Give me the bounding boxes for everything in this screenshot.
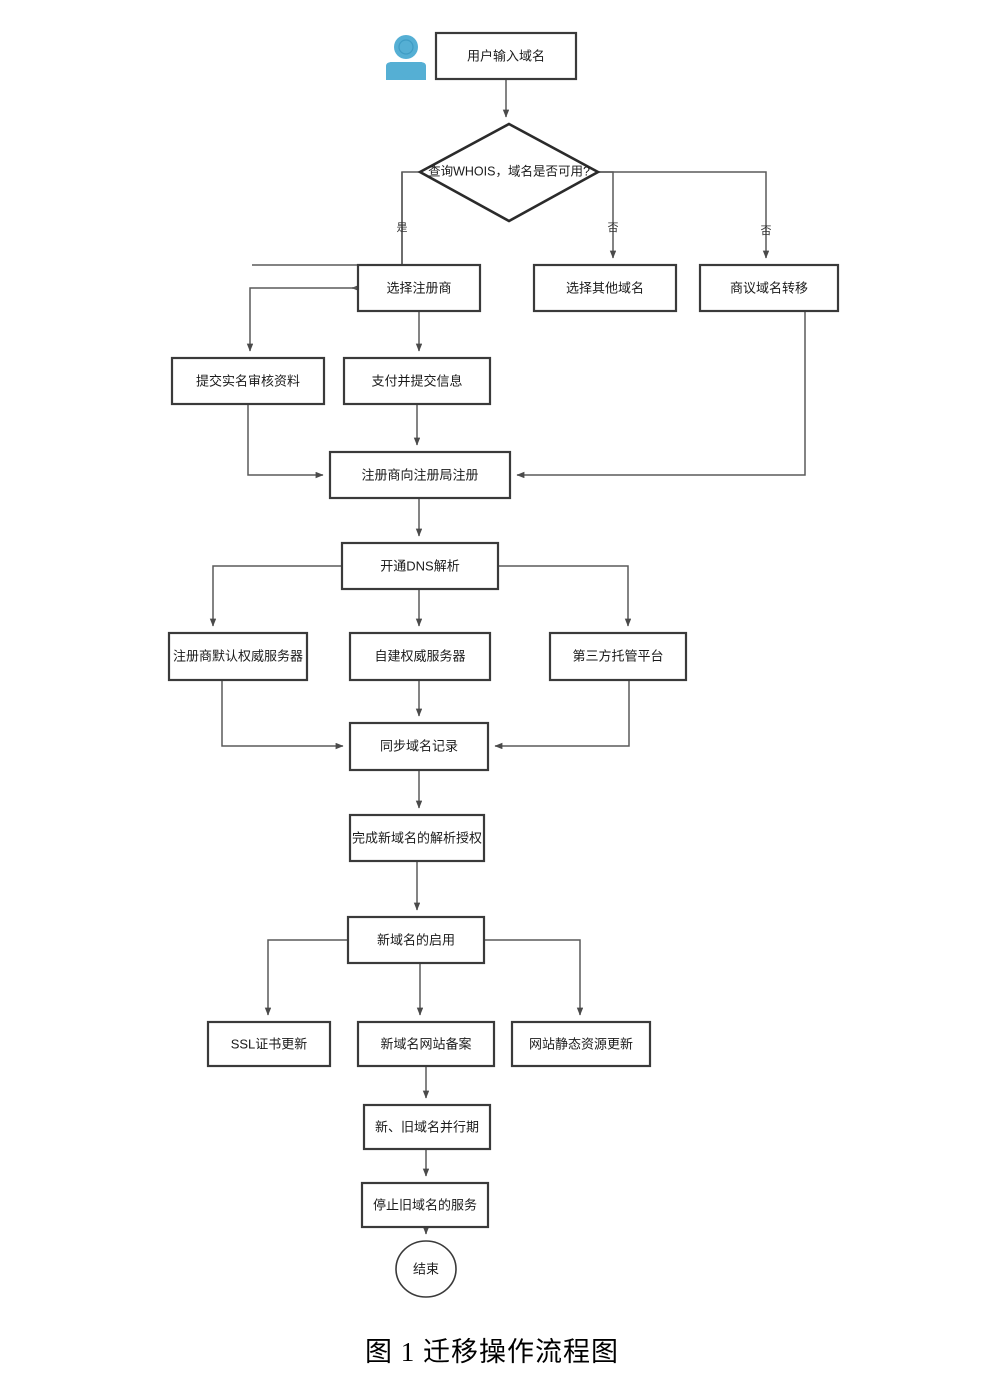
node-delegation-label: 完成新域名的解析授权 [352,830,482,845]
node-registry-register[interactable]: 注册商向注册局注册 [328,450,512,500]
node-delegation-complete[interactable]: 完成新域名的解析授权 [348,813,486,863]
node-third-party-label: 第三方托管平台 [572,648,663,663]
node-static-assets-update[interactable]: 网站静态资源更新 [510,1020,652,1068]
node-realname-label: 提交实名审核资料 [196,373,300,388]
node-start[interactable]: 用户输入域名 [434,31,578,81]
node-other-domain-label: 选择其他域名 [566,280,644,295]
node-self-ns-label: 自建权威服务器 [374,648,465,663]
edge-label-no-middle: 否 [608,222,619,234]
edge-enable-to-ssl [264,939,348,1016]
edge-label-no-right: 否 [761,225,772,237]
edge-whois-to-negotiate [598,171,770,259]
node-parallel-period[interactable]: 新、旧域名并行期 [362,1103,492,1151]
node-negotiate-transfer[interactable]: 商议域名转移 [698,263,840,313]
node-stop-old-domain[interactable]: 停止旧域名的服务 [360,1181,490,1229]
edge-enable-to-static-assets [484,939,584,1016]
node-enable-domain[interactable]: 新域名的启用 [346,915,486,965]
node-parallel-label: 新、旧域名并行期 [375,1119,479,1134]
node-negotiate-label: 商议域名转移 [730,280,808,295]
node-registry-label: 注册商向注册局注册 [361,467,478,482]
node-end[interactable]: 结束 [395,1240,457,1298]
edge-realname-to-registry [247,404,324,479]
node-end-label: 结束 [413,1261,439,1276]
node-other-domain[interactable]: 选择其他域名 [532,263,678,313]
node-whois-label: 查询WHOIS，域名是否可用? [428,163,590,178]
node-registrar[interactable]: 选择注册商 [356,263,482,313]
flowchart-canvas: 是 否 否 用户输入域名 查询WHOIS，域名是否可用? [167,31,840,1298]
user-icon [386,35,426,80]
edge-registrar-to-realname [246,287,358,352]
edge-dns-to-third-party [498,565,632,627]
edge-whois-to-registrar [252,171,420,266]
edge-whois-to-other-domain [598,171,617,259]
edge-default-ns-to-sync [221,680,344,750]
node-start-label: 用户输入域名 [467,48,545,63]
edge-dns-to-default-ns [209,565,342,627]
node-icp-filing[interactable]: 新域名网站备案 [356,1020,496,1068]
node-icp-filing-label: 新域名网站备案 [380,1036,471,1051]
edge-label-yes-left: 是 [397,221,408,234]
node-default-ns-label: 注册商默认权威服务器 [173,648,303,663]
node-ssl-update-label: SSL证书更新 [231,1036,308,1051]
node-sync-records-label: 同步域名记录 [380,738,458,753]
node-whois-decision[interactable]: 查询WHOIS，域名是否可用? [417,122,601,223]
edge-negotiate-to-registry [516,311,806,479]
node-realname-audit[interactable]: 提交实名审核资料 [170,356,326,406]
node-third-party-platform[interactable]: 第三方托管平台 [548,631,688,682]
node-dns-open-label: 开通DNS解析 [380,558,459,573]
node-default-nameserver[interactable]: 注册商默认权威服务器 [167,631,309,682]
node-stop-old-label: 停止旧域名的服务 [373,1197,477,1212]
node-dns-open[interactable]: 开通DNS解析 [340,541,500,591]
node-pay-submit-label: 支付并提交信息 [371,373,462,388]
node-layer: 用户输入域名 查询WHOIS，域名是否可用? 选择注册商 选择其他域名 商议域名… [167,31,840,1298]
node-static-assets-label: 网站静态资源更新 [529,1036,633,1051]
edge-layer [209,79,806,1235]
node-registrar-label: 选择注册商 [386,280,451,295]
edge-third-party-to-sync [494,680,630,750]
node-enable-domain-label: 新域名的启用 [377,932,455,947]
edge-label-layer: 是 否 否 [397,221,772,237]
node-ssl-update[interactable]: SSL证书更新 [206,1020,332,1068]
node-sync-records[interactable]: 同步域名记录 [348,721,490,772]
node-pay-submit[interactable]: 支付并提交信息 [342,356,492,406]
node-self-nameserver[interactable]: 自建权威服务器 [348,631,492,682]
figure-caption: 图 1 迁移操作流程图 [365,1337,619,1367]
